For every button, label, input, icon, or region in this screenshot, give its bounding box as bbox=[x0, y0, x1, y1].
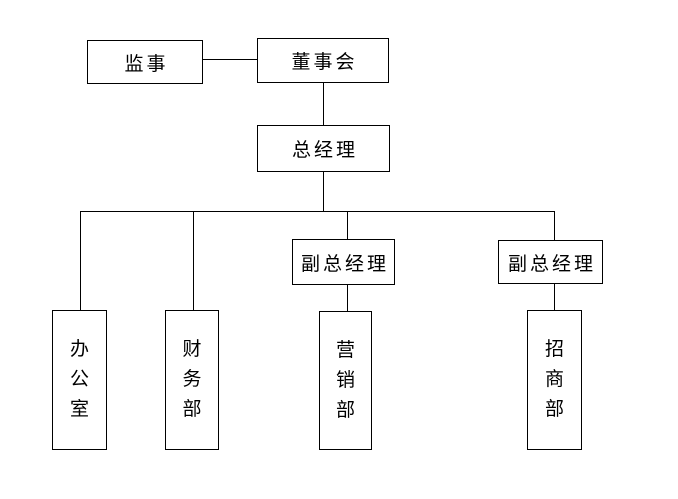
connector-general-manager-trunk bbox=[323, 172, 324, 211]
connector-deputy-gm-2-investment bbox=[554, 284, 555, 310]
connector-main-horizontal bbox=[80, 211, 555, 212]
node-finance-label-char: 务 bbox=[182, 369, 202, 390]
connector-supervisor-board bbox=[203, 59, 257, 60]
node-office: 办 公 室 bbox=[52, 310, 107, 450]
node-general-manager: 总经理 bbox=[257, 125, 390, 172]
node-finance-label-char: 部 bbox=[182, 399, 202, 420]
node-board-label: 董事会 bbox=[291, 52, 358, 73]
node-investment-label-char: 商 bbox=[544, 369, 564, 390]
node-board: 董事会 bbox=[257, 38, 389, 83]
connector-board-general-manager bbox=[323, 83, 324, 125]
connector-drop-office bbox=[80, 211, 81, 310]
node-investment: 招 商 部 bbox=[527, 310, 582, 450]
node-marketing-label-char: 部 bbox=[335, 399, 355, 421]
node-finance: 财 务 部 bbox=[165, 310, 219, 450]
connector-drop-finance bbox=[193, 211, 194, 310]
node-supervisor: 监事 bbox=[87, 40, 203, 84]
node-investment-label-char: 招 bbox=[544, 339, 564, 360]
node-general-manager-label: 总经理 bbox=[291, 140, 358, 161]
node-marketing-label-char: 营 bbox=[335, 339, 355, 361]
node-marketing-label-char: 销 bbox=[335, 369, 355, 391]
node-deputy-gm-1-label: 副总经理 bbox=[300, 253, 389, 275]
connector-drop-deputy-gm-2 bbox=[554, 211, 555, 240]
node-office-label-char: 室 bbox=[69, 399, 89, 420]
node-finance-label-char: 财 bbox=[182, 339, 202, 360]
node-deputy-gm-1: 副总经理 bbox=[292, 239, 395, 285]
node-investment-label-char: 部 bbox=[544, 399, 564, 420]
node-office-label-char: 公 bbox=[69, 369, 89, 390]
connector-deputy-gm-1-marketing bbox=[347, 285, 348, 311]
node-deputy-gm-2-label: 副总经理 bbox=[507, 253, 596, 275]
node-marketing: 营 销 部 bbox=[319, 311, 372, 450]
connector-drop-deputy-gm-1 bbox=[347, 211, 348, 239]
node-deputy-gm-2: 副总经理 bbox=[498, 240, 603, 284]
node-supervisor-label: 监事 bbox=[124, 53, 169, 75]
node-office-label-char: 办 bbox=[69, 339, 89, 360]
